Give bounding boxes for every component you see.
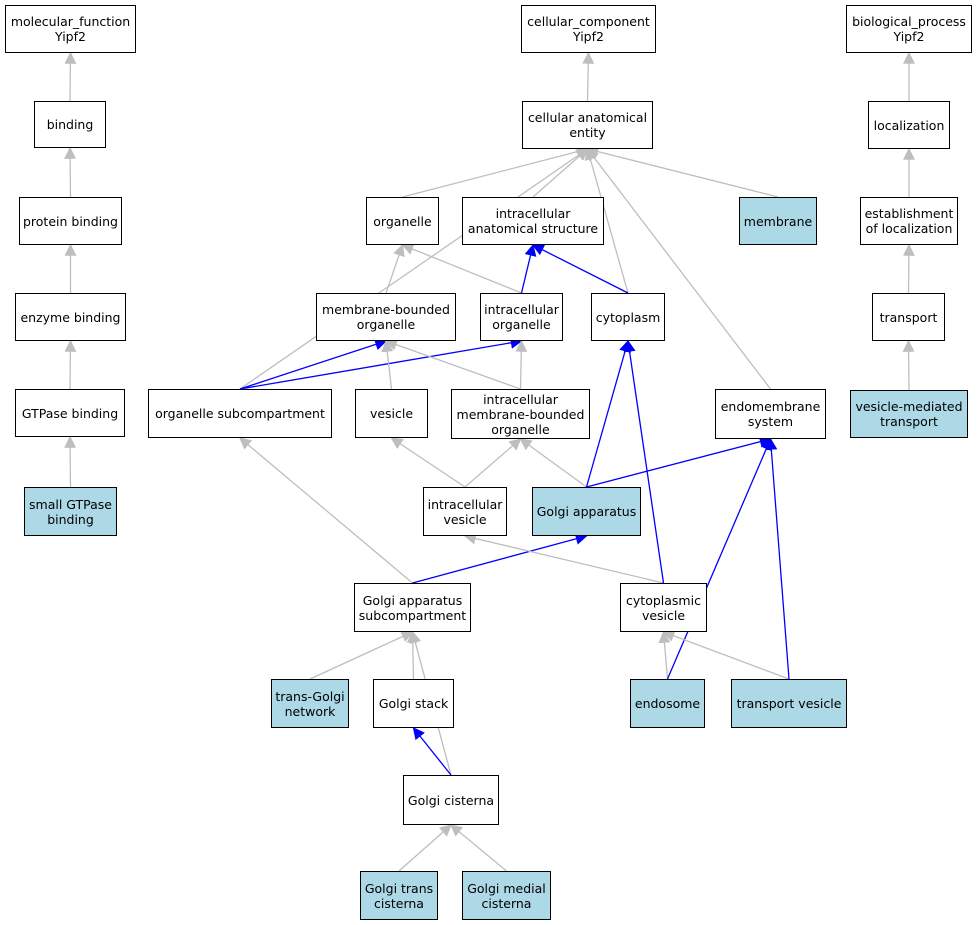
node-intracellular-anatomical-structure[interactable]: intracellular anatomical structure bbox=[462, 197, 604, 245]
edge-intracellular_membrane_bounded_organelle-to-membrane_bounded_organelle bbox=[384, 338, 521, 390]
node-intracellular-vesicle[interactable]: intracellular vesicle bbox=[423, 487, 507, 536]
edge-organelle-to-cellular_anatomical_entity bbox=[402, 145, 589, 198]
edge-intracellular_organelle-to-intracellular_anatomical_structure bbox=[520, 243, 537, 294]
node-golgi-apparatus[interactable]: Golgi apparatus bbox=[532, 487, 641, 536]
edge-golgi_apparatus_subcompartment-to-organelle_subcompartment bbox=[239, 437, 413, 584]
node-endosome[interactable]: endosome bbox=[630, 679, 705, 728]
edge-membrane_bounded_organelle-to-organelle bbox=[385, 243, 405, 294]
edge-vesicle-to-membrane_bounded_organelle bbox=[381, 339, 394, 390]
node-molecular-function-root[interactable]: molecular_function Yipf2 bbox=[5, 5, 136, 53]
node-cellular-component-root[interactable]: cellular_component Yipf2 bbox=[521, 5, 656, 53]
edge-golgi_apparatus_subcompartment-to-golgi_apparatus bbox=[412, 533, 588, 584]
node-vesicle[interactable]: vesicle bbox=[355, 389, 428, 438]
edge-binding-to-mf_root bbox=[64, 51, 77, 102]
edge-organelle_subcompartment-to-cellular_anatomical_entity bbox=[239, 148, 589, 390]
node-golgi-trans-cisterna[interactable]: Golgi trans cisterna bbox=[360, 871, 438, 920]
node-endomembrane-system[interactable]: endomembrane system bbox=[715, 389, 826, 439]
node-binding[interactable]: binding bbox=[34, 101, 106, 148]
node-vesicle-mediated-transport[interactable]: vesicle-mediated transport bbox=[850, 390, 968, 438]
edge-cytoplasmic_vesicle-to-intracellular_vesicle bbox=[463, 532, 664, 584]
edge-small_gtpase_binding-to-gtpase_binding bbox=[64, 435, 77, 488]
edge-organelle_subcompartment-to-intracellular_organelle bbox=[239, 336, 523, 390]
node-golgi-stack[interactable]: Golgi stack bbox=[373, 679, 454, 728]
node-intracellular-membrane-bounded-organelle[interactable]: intracellular membrane-bounded organelle bbox=[451, 389, 590, 439]
edge-trans_golgi_network-to-golgi_apparatus_subcompartment bbox=[309, 631, 414, 680]
edge-protein_binding-to-binding bbox=[64, 146, 77, 198]
edge-golgi_medial_cisterna-to-golgi_cisterna bbox=[450, 824, 507, 872]
node-biological-process-root[interactable]: biological_process Yipf2 bbox=[846, 5, 972, 53]
edge-golgi_apparatus-to-intracellular_membrane_bounded_organelle bbox=[519, 438, 587, 488]
edge-gtpase_binding-to-enzyme_binding bbox=[64, 339, 77, 390]
edge-organelle_subcompartment-to-membrane_bounded_organelle bbox=[239, 338, 388, 390]
node-golgi-medial-cisterna[interactable]: Golgi medial cisterna bbox=[462, 871, 551, 920]
edge-vesicle_mediated_transport-to-transport bbox=[902, 339, 915, 391]
node-small-gtpase-binding[interactable]: small GTPase binding bbox=[24, 487, 117, 536]
edge-cytoplasm-to-cellular_anatomical_entity bbox=[584, 147, 629, 294]
edge-intracellular_membrane_bounded_organelle-to-intracellular_organelle bbox=[515, 339, 528, 390]
node-organelle-subcompartment[interactable]: organelle subcompartment bbox=[148, 389, 332, 438]
node-protein-binding[interactable]: protein binding bbox=[19, 197, 122, 245]
edge-golgi_cisterna-to-golgi_stack bbox=[412, 727, 452, 776]
node-gtpase-binding[interactable]: GTPase binding bbox=[15, 389, 125, 437]
node-localization[interactable]: localization bbox=[868, 101, 950, 149]
edge-membrane-to-cellular_anatomical_entity bbox=[586, 145, 779, 198]
node-golgi-cisterna[interactable]: Golgi cisterna bbox=[403, 775, 499, 825]
node-membrane[interactable]: membrane bbox=[739, 197, 817, 245]
edge-transport_vesicle-to-cytoplasmic_vesicle bbox=[662, 630, 790, 680]
node-enzyme-binding[interactable]: enzyme binding bbox=[15, 293, 126, 341]
edge-intracellular_vesicle-to-vesicle bbox=[390, 437, 466, 488]
edge-endosome-to-cytoplasmic_vesicle bbox=[658, 630, 671, 680]
edge-transport_vesicle-to-endomembrane_system bbox=[765, 437, 790, 680]
edge-golgi_apparatus-to-endomembrane_system bbox=[586, 435, 772, 488]
node-transport-vesicle[interactable]: transport vesicle bbox=[731, 679, 847, 728]
node-cytoplasm[interactable]: cytoplasm bbox=[591, 293, 665, 341]
edge-endosome-to-endomembrane_system bbox=[666, 437, 772, 680]
edge-intracellular_vesicle-to-intracellular_membrane_bounded_organelle bbox=[464, 438, 522, 488]
node-transport[interactable]: transport bbox=[872, 293, 945, 341]
edge-cytoplasm-to-intracellular_anatomical_structure bbox=[531, 244, 629, 294]
node-cellular-anatomical-entity[interactable]: cellular anatomical entity bbox=[522, 101, 653, 149]
node-organelle[interactable]: organelle bbox=[366, 197, 439, 245]
node-membrane-bounded-organelle[interactable]: membrane-bounded organelle bbox=[316, 293, 456, 341]
edge-golgi_stack-to-golgi_apparatus_subcompartment bbox=[406, 630, 419, 680]
node-intracellular-organelle[interactable]: intracellular organelle bbox=[480, 293, 563, 341]
edge-endomembrane_system-to-cellular_anatomical_entity bbox=[586, 148, 772, 390]
edge-cellular_anatomical_entity-to-cc_root bbox=[582, 51, 595, 102]
node-golgi-apparatus-subcompartment[interactable]: Golgi apparatus subcompartment bbox=[354, 583, 471, 632]
edge-cytoplasmic_vesicle-to-cytoplasm bbox=[623, 339, 665, 584]
edge-transport-to-establishment_of_localization bbox=[902, 243, 915, 294]
edge-intracellular_organelle-to-organelle bbox=[401, 243, 522, 294]
node-establishment-of-localization[interactable]: establishment of localization bbox=[860, 197, 958, 245]
edge-golgi_apparatus-to-cytoplasm bbox=[585, 339, 631, 488]
edge-golgi_trans_cisterna-to-golgi_cisterna bbox=[398, 824, 452, 872]
node-cytoplasmic-vesicle[interactable]: cytoplasmic vesicle bbox=[620, 583, 707, 632]
node-trans-golgi-network[interactable]: trans-Golgi network bbox=[271, 679, 349, 728]
